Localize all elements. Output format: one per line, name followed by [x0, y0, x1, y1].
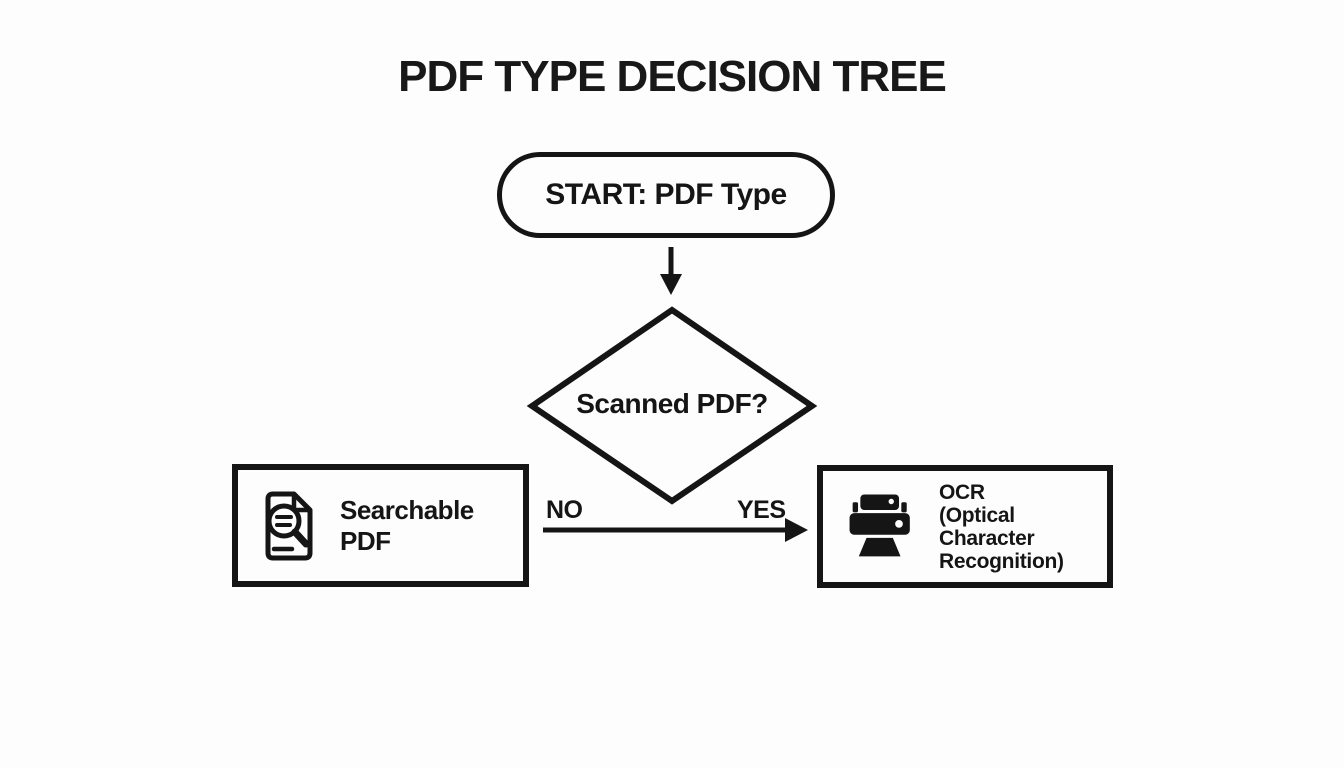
edge-label-yes: YES — [737, 496, 786, 524]
arrow-start-to-decision — [660, 247, 682, 295]
start-node-label: START: PDF Type — [545, 178, 787, 211]
document-search-icon — [265, 491, 313, 560]
start-node: START: PDF Type — [497, 152, 835, 238]
printer-icon — [849, 494, 910, 556]
decision-label: Scanned PDF? — [576, 388, 768, 419]
page-title: PDF TYPE DECISION TREE — [398, 52, 947, 101]
searchable-pdf-label: Searchable PDF — [340, 494, 474, 556]
ocr-label: OCR (Optical Character Recognition) — [939, 480, 1064, 573]
searchable-pdf-node: Searchable PDF — [232, 464, 529, 587]
ocr-node: OCR (Optical Character Recognition) — [817, 465, 1113, 588]
edge-label-no: NO — [546, 496, 583, 524]
